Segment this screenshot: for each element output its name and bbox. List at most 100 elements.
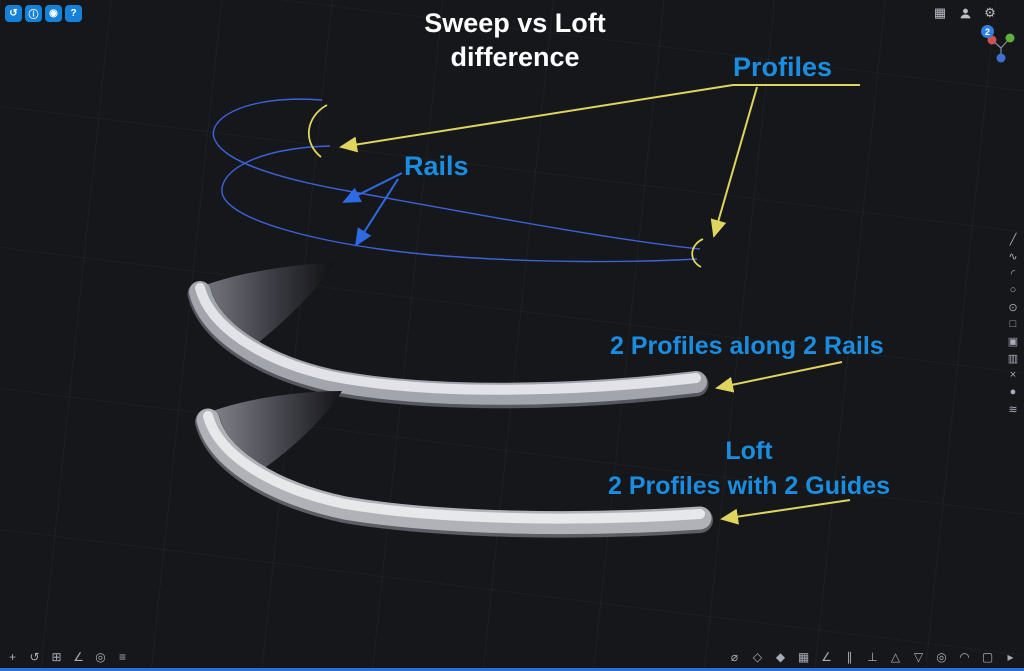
curve-icon: ∿ [1008,250,1018,263]
tangent-icon: ◠ [959,649,970,664]
cylinder-tool[interactable]: ▥ [1005,350,1021,366]
arc-icon: ◜ [1010,267,1016,280]
center-snap[interactable]: ◎ [934,649,949,664]
center-circle-tool[interactable]: ⊙ [1005,299,1021,315]
sphere-tool[interactable]: ● [1005,384,1021,400]
rail-curve-1[interactable] [212,98,701,250]
circle-tool[interactable]: ○ [1005,282,1021,298]
info-button[interactable]: ⓘ [25,5,42,22]
arc-tool[interactable]: ◜ [1005,265,1021,281]
shaded-mode[interactable]: ◆ [773,649,788,664]
box-tool[interactable]: ▣ [1005,333,1021,349]
scene-title-line2: difference [450,42,580,72]
move-tool[interactable]: + [5,649,20,664]
undo-button[interactable]: ↺ [5,5,22,22]
profile-curves[interactable] [307,104,704,268]
square-snap-icon: ▢ [981,649,994,664]
inverted-triangle-snap[interactable]: ▽ [911,649,926,664]
help-icon: ? [70,8,77,19]
gizmo-axes-icon [987,33,1015,63]
trim-icon: × [1009,369,1017,381]
angle-snap[interactable]: ∠ [819,649,834,664]
profile-curve-2[interactable] [691,238,704,268]
rails-arrow-2 [354,178,399,247]
snap-toggle[interactable]: ∠ [71,649,86,664]
annotation-arrows-blue [342,172,403,247]
top-left-toolbar: ↺ ⓘ ◉ ? [5,5,82,22]
rectangle-tool[interactable]: □ [1005,316,1021,332]
scale-icon: ⊞ [51,649,62,664]
profile-curve-1[interactable] [307,104,328,158]
triangle-snap[interactable]: △ [888,649,903,664]
status-accent-bar [0,668,1024,671]
line-tool[interactable]: ╱ [1005,231,1021,247]
user-icon[interactable] [957,5,973,21]
loft-label-line2: 2 Profiles with 2 Guides [607,472,891,500]
wireframe-mode[interactable]: ◇ [750,649,765,664]
pivot-icon: ◎ [95,649,106,664]
profiles-arrow-left [339,84,734,153]
cylinder-icon: ▥ [1007,352,1019,365]
perpendicular-snap[interactable]: ⊥ [865,649,880,664]
tangent-snap[interactable]: ◠ [957,649,972,664]
center-circle-icon: ⊙ [1008,301,1018,314]
parallel-icon: ∥ [846,649,853,664]
circle-icon: ○ [1009,284,1017,296]
orientation-gizmo[interactable]: 2 [981,25,1017,64]
loft-arrow [720,499,851,525]
sweep-surface[interactable] [187,263,709,409]
wireframe-icon: ◇ [752,649,763,664]
loft-label-line1: Loft [725,437,773,465]
scene-title: Sweep vs Loft difference [340,6,690,74]
sweep-arrow [715,361,843,393]
scene-title-line1: Sweep vs Loft [424,8,606,38]
expand-icon: ▸ [1007,649,1014,664]
parallel-snap[interactable]: ∥ [842,649,857,664]
expand-button[interactable]: ▸ [1003,649,1018,664]
profiles-arrow-down [710,86,758,238]
grid-toggle[interactable]: ▦ [796,649,811,664]
info-icon: ⓘ [28,10,39,21]
undo-icon: ↺ [9,8,18,19]
sweep-dark-wing[interactable] [203,263,334,346]
grid-apps-icon[interactable]: ▦ [932,5,948,21]
grid-icon: ▦ [797,649,810,664]
rail-curve-2[interactable] [221,145,698,263]
offset-tool[interactable]: ≋ [1005,401,1021,417]
diameter-snap[interactable]: ⌀ [727,649,742,664]
outliner-toggle[interactable]: ≡ [115,649,130,664]
loft-surface[interactable] [195,391,713,538]
rectangle-icon: □ [1009,318,1017,330]
loft-dark-wing[interactable] [210,391,342,470]
rotate-tool[interactable]: ↺ [27,649,42,664]
rotate-icon: ↺ [29,649,40,664]
inverted-triangle-icon: ▽ [913,649,924,664]
angle-icon: ∠ [821,649,832,664]
loft-result-label: Loft 2 Profiles with 2 Guides [563,434,935,504]
settings-gear-icon[interactable]: ⚙ [982,5,998,21]
offset-icon: ≋ [1008,403,1018,416]
right-toolbar: ╱ ∿ ◜ ○ ⊙ □ ▣ ▥ × ● ≋ [1005,231,1021,417]
rail-curves[interactable] [212,98,701,263]
sphere-icon: ● [1009,386,1017,398]
orbit-button[interactable]: ◉ [45,5,62,22]
orbit-icon: ◉ [49,8,58,19]
square-snap[interactable]: ▢ [980,649,995,664]
scale-tool[interactable]: ⊞ [49,649,64,664]
sweep-result-label: 2 Profiles along 2 Rails [610,332,884,360]
grid-apps-glyph: ▦ [933,5,947,20]
bottom-right-toolbar: ⌀ ◇ ◆ ▦ ∠ ∥ ⊥ △ ▽ ◎ ◠ ▢ ▸ [727,649,1018,664]
move-icon: + [8,649,16,664]
curve-tool[interactable]: ∿ [1005,248,1021,264]
box-icon: ▣ [1007,335,1019,348]
help-button[interactable]: ? [65,5,82,22]
trim-tool[interactable]: × [1005,367,1021,383]
outliner-icon: ≡ [118,649,126,664]
profiles-label: Profiles [733,52,833,82]
perpendicular-icon: ⊥ [867,649,878,664]
rails-label: Rails [404,151,469,181]
gizmo-badge: 2 [981,25,994,38]
pivot-tool[interactable]: ◎ [93,649,108,664]
